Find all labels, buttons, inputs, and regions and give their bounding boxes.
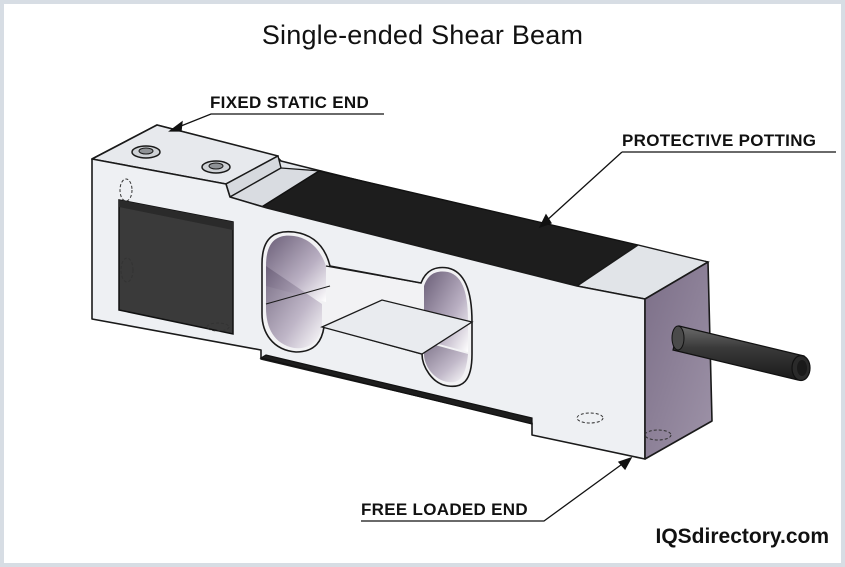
mounting-hole <box>131 145 161 159</box>
hidden-holes <box>119 178 672 441</box>
beam-end-face <box>644 261 713 460</box>
fixed-static-end-label: FIXED STATIC END <box>210 93 370 112</box>
bottom-potting-strip <box>259 354 533 425</box>
brand-watermark: IQSdirectory.com <box>655 525 830 548</box>
shear-cavity <box>261 230 474 388</box>
shear-beam-illustration <box>91 113 836 522</box>
free-loaded-end-label: FREE LOADED END <box>361 500 528 519</box>
mounting-hole <box>201 160 231 174</box>
protective-potting-label: PROTECTIVE POTTING <box>622 131 817 150</box>
cable-rod <box>671 325 811 382</box>
diagram-title: Single-ended Shear Beam <box>261 20 584 50</box>
potting-leader <box>544 151 836 223</box>
fixed-end-leader <box>175 113 384 129</box>
free-end-leader <box>361 461 626 522</box>
